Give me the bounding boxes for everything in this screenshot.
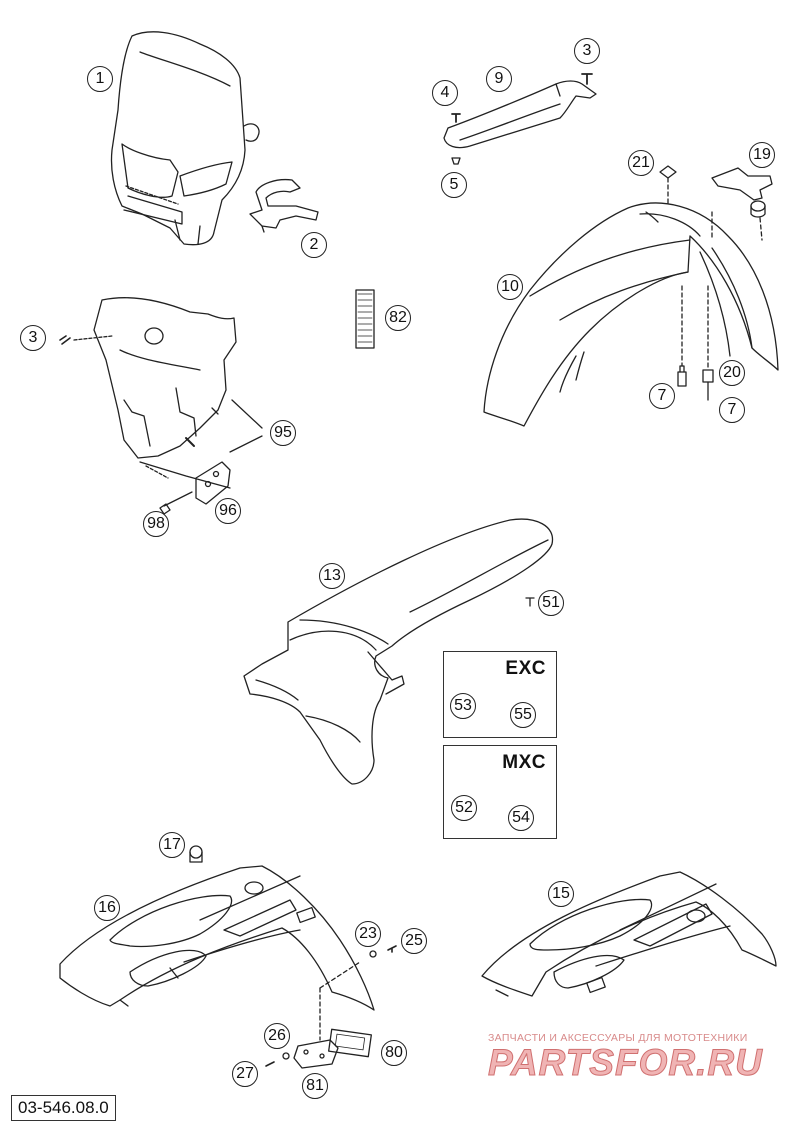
- document-number: 03-546.08.0: [11, 1095, 116, 1121]
- callout-26: 26: [264, 1023, 290, 1049]
- watermark-tagline: ЗАПЧАСТИ И АКСЕССУАРЫ ДЛЯ МОТОТЕХНИКИ: [488, 1032, 748, 1044]
- callout-98: 98: [143, 511, 169, 537]
- callout-81: 81: [302, 1073, 328, 1099]
- callout-5: 5: [441, 172, 467, 198]
- callout-17: 17: [159, 832, 185, 858]
- rear-fender-drawing: [244, 519, 553, 784]
- callout-21: 21: [628, 150, 654, 176]
- callout-7-right: 7: [719, 397, 745, 423]
- callout-95: 95: [270, 420, 296, 446]
- callout-54: 54: [508, 805, 534, 831]
- headlight-mask-drawing: [111, 32, 259, 245]
- variant-title-exc: EXC: [505, 658, 546, 679]
- side-fender-right-drawing: [482, 872, 776, 996]
- callout-15: 15: [548, 881, 574, 907]
- callout-27: 27: [232, 1061, 258, 1087]
- number-plate-drawing: [74, 298, 262, 514]
- callout-3-left: 3: [20, 325, 46, 351]
- callout-7-left: 7: [649, 383, 675, 409]
- variant-box-mxc: MXC: [443, 745, 557, 839]
- callout-52: 52: [451, 795, 477, 821]
- callout-23: 23: [355, 921, 381, 947]
- callout-80: 80: [381, 1040, 407, 1066]
- callout-55: 55: [510, 702, 536, 728]
- callout-53: 53: [450, 693, 476, 719]
- callout-3-top: 3: [574, 38, 600, 64]
- callout-9: 9: [486, 66, 512, 92]
- callout-51: 51: [538, 590, 564, 616]
- guard-drawing: [444, 81, 596, 148]
- callout-10: 10: [497, 274, 523, 300]
- callout-25: 25: [401, 928, 427, 954]
- front-fender-drawing: [484, 203, 778, 426]
- callout-96: 96: [215, 498, 241, 524]
- side-fender-left-drawing: [60, 846, 396, 1068]
- callout-82: 82: [385, 305, 411, 331]
- callout-13: 13: [319, 563, 345, 589]
- mount-bracket-drawing: [660, 166, 772, 240]
- callout-4: 4: [432, 80, 458, 106]
- callout-20: 20: [719, 360, 745, 386]
- callout-16: 16: [94, 895, 120, 921]
- variant-title-mxc: MXC: [502, 752, 546, 773]
- callout-2: 2: [301, 232, 327, 258]
- watermark-brand: PARTSFOR.RU: [488, 1042, 763, 1084]
- screw-glyphs: [60, 74, 592, 344]
- callout-1: 1: [87, 66, 113, 92]
- callout-19: 19: [749, 142, 775, 168]
- bracket-drawing: [250, 180, 318, 232]
- decal-strip-drawing: [356, 290, 374, 348]
